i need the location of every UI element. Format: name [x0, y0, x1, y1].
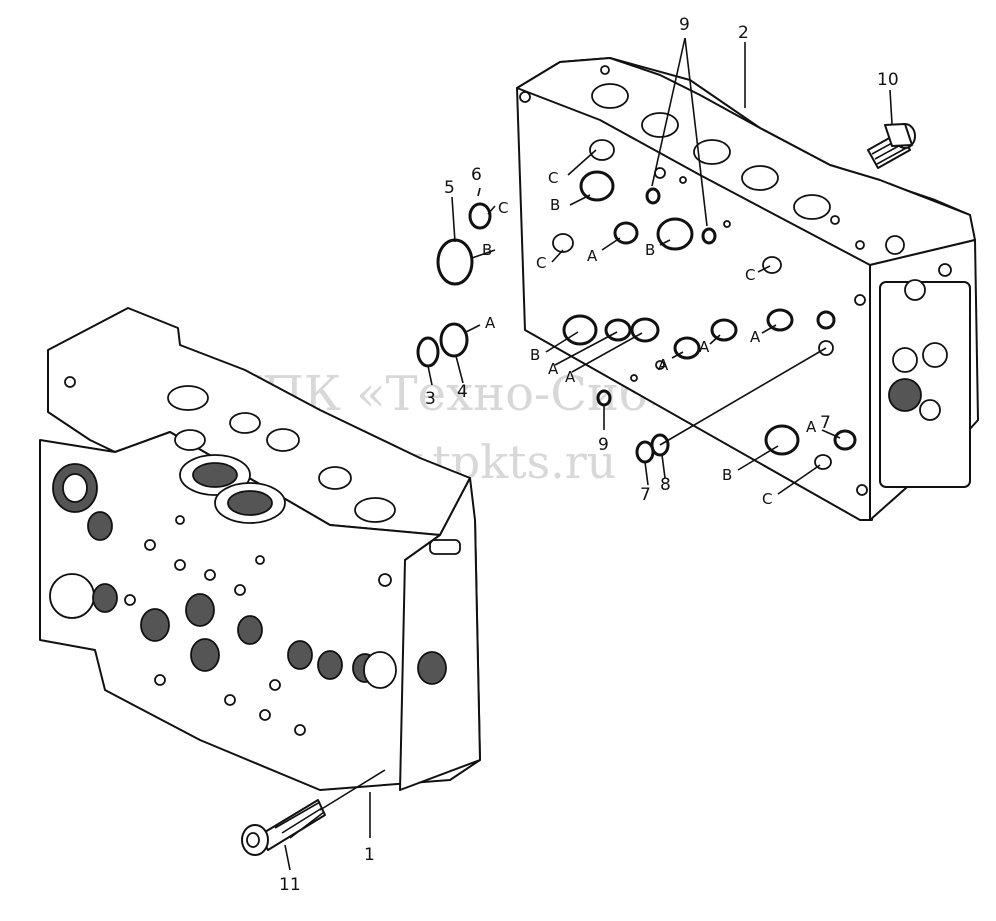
callout-9-upper: 9: [679, 15, 690, 35]
bolt-10: [867, 123, 916, 169]
port-label-c: C: [548, 169, 558, 187]
callout-2: 2: [738, 23, 749, 43]
valve-block-1: [39, 307, 481, 791]
callout-3: 3: [425, 389, 436, 409]
o-ring-9-upper-b: [701, 227, 717, 245]
bolt-11: [241, 799, 326, 856]
callout-7-port: 7: [820, 413, 831, 433]
port-label-c: C: [536, 254, 546, 272]
port-label-b: B: [530, 346, 540, 364]
port-label-c: C: [762, 490, 772, 508]
port-label-b: B: [482, 241, 492, 259]
callout-9-lower: 9: [598, 435, 609, 455]
port-label-b: B: [645, 241, 655, 259]
valve-block-2: [516, 57, 979, 521]
o-ring-9-upper-a: [645, 187, 661, 205]
o-ring-9-lower: [596, 389, 612, 407]
port-label-c: C: [745, 266, 755, 284]
port-label-a: A: [565, 368, 576, 386]
callout-1: 1: [364, 845, 375, 865]
o-ring-6: [468, 202, 492, 230]
port-label-a: A: [806, 418, 817, 436]
port-label-a: A: [587, 247, 598, 265]
port-label-b: B: [550, 196, 560, 214]
callout-7-ring: 7: [640, 485, 651, 505]
port-label-a: A: [485, 314, 496, 332]
o-ring-4: [439, 322, 469, 358]
leader-lines: [284, 37, 893, 871]
callout-4: 4: [457, 382, 468, 402]
port-label-a: A: [548, 360, 559, 378]
o-ring-8: [650, 433, 670, 457]
callout-8: 8: [660, 475, 671, 495]
port-label-a: A: [658, 356, 669, 374]
port-label-a: A: [699, 338, 710, 356]
callout-11: 11: [279, 875, 301, 895]
callout-10: 10: [877, 70, 899, 90]
port-label-a: A: [750, 328, 761, 346]
callout-5: 5: [444, 178, 455, 198]
o-ring-5: [436, 238, 474, 286]
o-ring-3: [416, 336, 440, 368]
port-label-b: B: [722, 466, 732, 484]
port-label-c: C: [498, 199, 508, 217]
callout-6: 6: [471, 165, 482, 185]
